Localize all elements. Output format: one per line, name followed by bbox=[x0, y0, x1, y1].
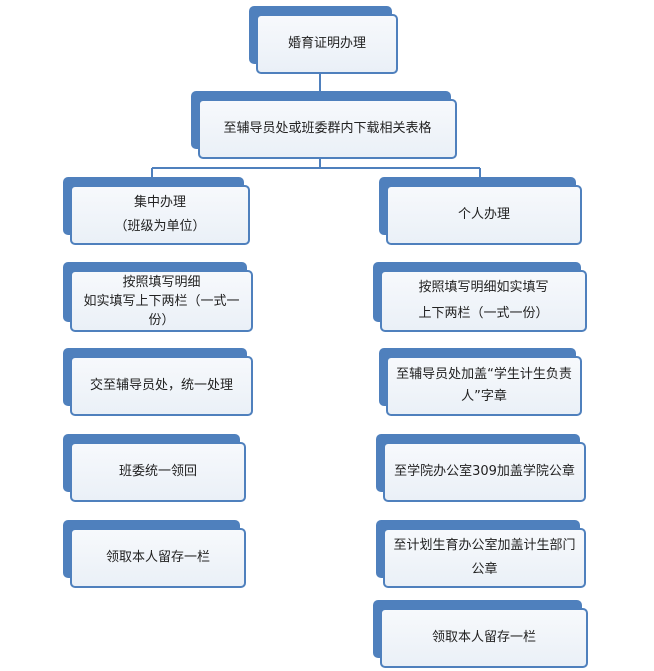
node-left-header-line-2: （班级为单位） bbox=[114, 219, 206, 234]
node-left-step4-box: 领取本人留存一栏 bbox=[70, 528, 246, 588]
node-right-step4: 至计划生育办公室加盖计生部门 公章 bbox=[376, 520, 586, 588]
node-download-text: 至辅导员处或班委群内下载相关表格 bbox=[223, 121, 432, 136]
node-root: 婚育证明办理 bbox=[249, 6, 398, 74]
node-left-step2: 交至辅导员处，统一处理 bbox=[63, 348, 253, 416]
node-download: 至辅导员处或班委群内下载相关表格 bbox=[191, 91, 457, 159]
node-right-step4-box: 至计划生育办公室加盖计生部门 公章 bbox=[383, 528, 586, 588]
node-root-box: 婚育证明办理 bbox=[256, 14, 398, 74]
node-left-header: 集中办理 （班级为单位） bbox=[63, 177, 250, 245]
node-right-step1-box: 按照填写明细如实填写 上下两栏（一式一份） bbox=[380, 270, 587, 332]
node-left-header-box: 集中办理 （班级为单位） bbox=[70, 185, 250, 245]
node-right-header-text: 个人办理 bbox=[457, 207, 510, 222]
node-right-step1: 按照填写明细如实填写 上下两栏（一式一份） bbox=[373, 262, 587, 332]
node-left-step3-box: 班委统一领回 bbox=[70, 442, 246, 502]
node-right-step5-box: 领取本人留存一栏 bbox=[380, 608, 588, 668]
node-right-step3: 至学院办公室309加盖学院公章 bbox=[376, 434, 586, 502]
node-right-step2-box: 至辅导员处加盖“学生计生负责 人”字章 bbox=[386, 356, 582, 416]
node-right-step2-line-2: 人”字章 bbox=[461, 389, 507, 404]
node-right-step5-text: 领取本人留存一栏 bbox=[431, 630, 536, 645]
node-right-step3-text: 至学院办公室309加盖学院公章 bbox=[394, 464, 575, 479]
node-right-step1-line-1: 按照填写明细如实填写 bbox=[418, 280, 549, 295]
node-left-header-line-1: 集中办理 bbox=[133, 195, 186, 210]
node-left-step4: 领取本人留存一栏 bbox=[63, 520, 246, 588]
node-left-step1: 按照填写明细 如实填写上下两栏（一式一 份） bbox=[63, 262, 253, 332]
node-right-header-box: 个人办理 bbox=[386, 185, 582, 245]
node-left-step2-text: 交至辅导员处，统一处理 bbox=[89, 378, 233, 393]
node-right-header: 个人办理 bbox=[379, 177, 582, 245]
node-right-step3-box: 至学院办公室309加盖学院公章 bbox=[383, 442, 586, 502]
node-left-step2-box: 交至辅导员处，统一处理 bbox=[70, 356, 253, 416]
node-left-step1-line-2: 如实填写上下两栏（一式一 bbox=[83, 293, 240, 309]
node-left-step1-box: 按照填写明细 如实填写上下两栏（一式一 份） bbox=[70, 270, 253, 332]
node-right-step2: 至辅导员处加盖“学生计生负责 人”字章 bbox=[379, 348, 582, 416]
node-left-step3-text: 班委统一领回 bbox=[118, 464, 197, 479]
node-download-box: 至辅导员处或班委群内下载相关表格 bbox=[198, 99, 457, 159]
node-left-step1-line-1: 按照填写明细 bbox=[122, 274, 201, 290]
node-left-step3: 班委统一领回 bbox=[63, 434, 246, 502]
node-right-step4-line-1: 至计划生育办公室加盖计生部门 bbox=[393, 538, 576, 553]
node-left-step1-line-3: 份） bbox=[148, 312, 175, 328]
node-right-step1-line-2: 上下两栏（一式一份） bbox=[418, 306, 549, 321]
node-root-text: 婚育证明办理 bbox=[287, 36, 366, 51]
node-right-step4-line-2: 公章 bbox=[471, 562, 498, 577]
node-right-step2-line-1: 至辅导员处加盖“学生计生负责 bbox=[396, 367, 572, 382]
node-left-step4-text: 领取本人留存一栏 bbox=[105, 550, 210, 565]
node-right-step5: 领取本人留存一栏 bbox=[373, 600, 588, 668]
